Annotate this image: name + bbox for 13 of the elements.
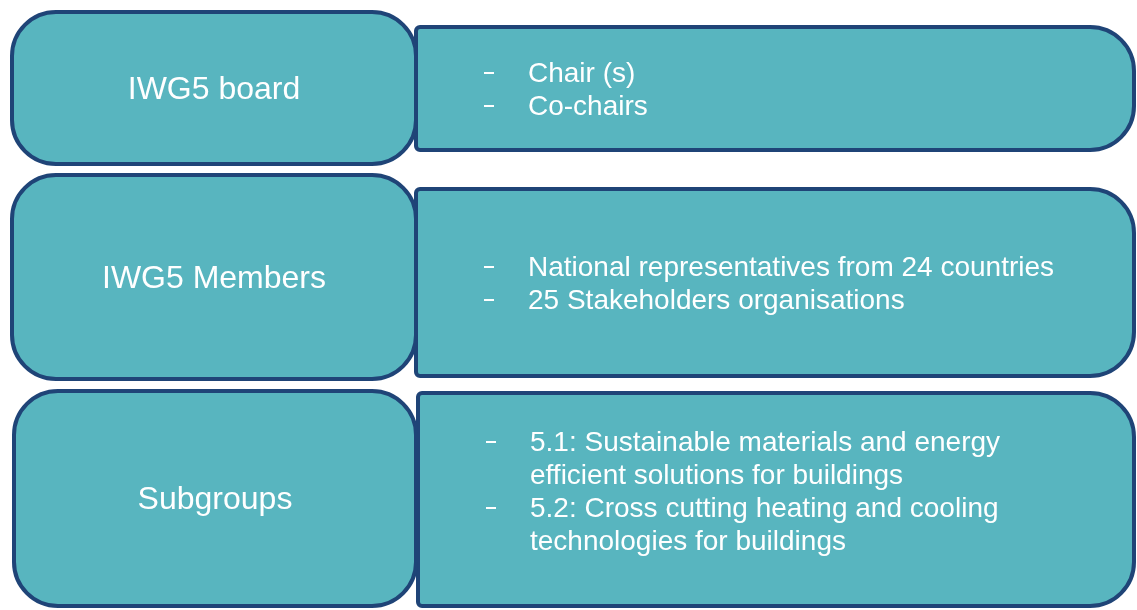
list-item-text: Chair (s) [528, 56, 636, 88]
list-item-text: National representatives from 24 countries [528, 250, 1055, 282]
box-title: IWG5 board [127, 69, 301, 107]
box-title: IWG5 Members [102, 258, 326, 296]
list-box [414, 25, 1136, 152]
list-item-text: 5.2: Cross cutting heating and cooling technologies for buildings [530, 491, 999, 556]
list-box [416, 391, 1136, 608]
list-item-text: 25 Stakeholders organisations [528, 283, 905, 315]
list-item-text: Co-chairs [528, 89, 648, 121]
box-title: Subgroups [137, 480, 293, 517]
list-item-text: 5.1: Sustainable materials and energy efficient solutions for buildings [530, 425, 1001, 490]
heading-box [12, 389, 418, 608]
list-box [414, 187, 1136, 378]
